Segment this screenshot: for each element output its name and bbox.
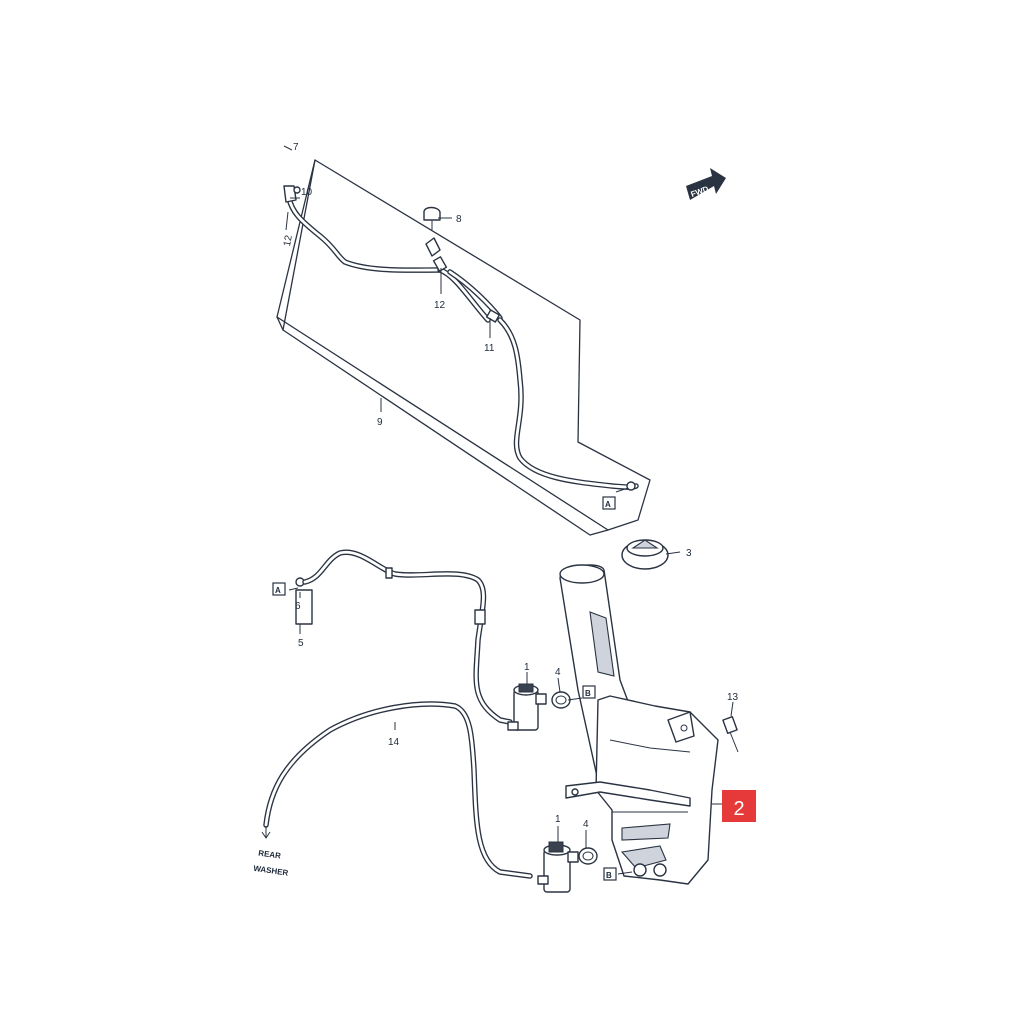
hose-end-5-6: [295, 577, 313, 625]
joint-11: [485, 309, 501, 323]
svg-text:A: A: [275, 586, 281, 595]
windshield-panel: [276, 159, 651, 536]
svg-text:B: B: [606, 871, 612, 880]
grommet-lower: [578, 847, 598, 865]
callout-12: 12: [434, 300, 446, 311]
callout-6: 6: [295, 601, 301, 612]
hose-end-a-upper: [626, 481, 636, 491]
rear-washer-label: REAR WASHER: [253, 849, 289, 878]
grommet-upper: [551, 691, 571, 709]
upper-hose-9: [286, 195, 639, 490]
rear-washer-line1: REAR: [258, 849, 282, 861]
highlight-badge: 2: [722, 790, 756, 822]
washer-tank-2: [559, 564, 719, 885]
callout-12-top: 12: [282, 234, 295, 247]
callout-7: 7: [293, 142, 299, 153]
callout-10: 10: [301, 187, 313, 198]
callout-9: 9: [377, 417, 383, 428]
connector-a-lower: A: [272, 582, 286, 596]
pump-upper: [507, 683, 547, 731]
cap-3: [621, 539, 669, 570]
nozzle-8: [423, 206, 441, 257]
leader-lines: [283, 145, 734, 875]
connector-b-upper: B: [582, 685, 596, 699]
svg-text:B: B: [585, 689, 591, 698]
callout-4-lower: 4: [583, 819, 589, 830]
callout-13: 13: [727, 692, 739, 703]
callout-4-upper: 4: [555, 667, 561, 678]
svg-text:A: A: [605, 500, 611, 509]
bolt-13: [722, 716, 739, 753]
callout-3: 3: [686, 548, 692, 559]
rear-hose-14: [261, 701, 533, 879]
top-nozzle-fitting: [283, 185, 301, 203]
callout-1-upper: 1: [524, 662, 530, 673]
callout-1-lower: 1: [555, 814, 561, 825]
connector-a-upper: A: [602, 496, 616, 510]
connector-b-lower: B: [603, 867, 617, 881]
callout-14: 14: [388, 737, 400, 748]
callout-11: 11: [484, 343, 495, 354]
joint-12: [432, 256, 448, 272]
pump-lower: [537, 841, 579, 893]
fwd-arrow-icon: FWD: [686, 168, 726, 200]
callout-5: 5: [298, 638, 304, 649]
callout-8: 8: [456, 214, 462, 225]
callouts: 7 10 12 8 12 11 9 3 6 5 1 4 13 14 1 4: [282, 142, 739, 830]
middle-hose: [302, 549, 513, 725]
highlight-label: 2: [733, 798, 744, 820]
rear-washer-line2: WASHER: [253, 864, 289, 878]
